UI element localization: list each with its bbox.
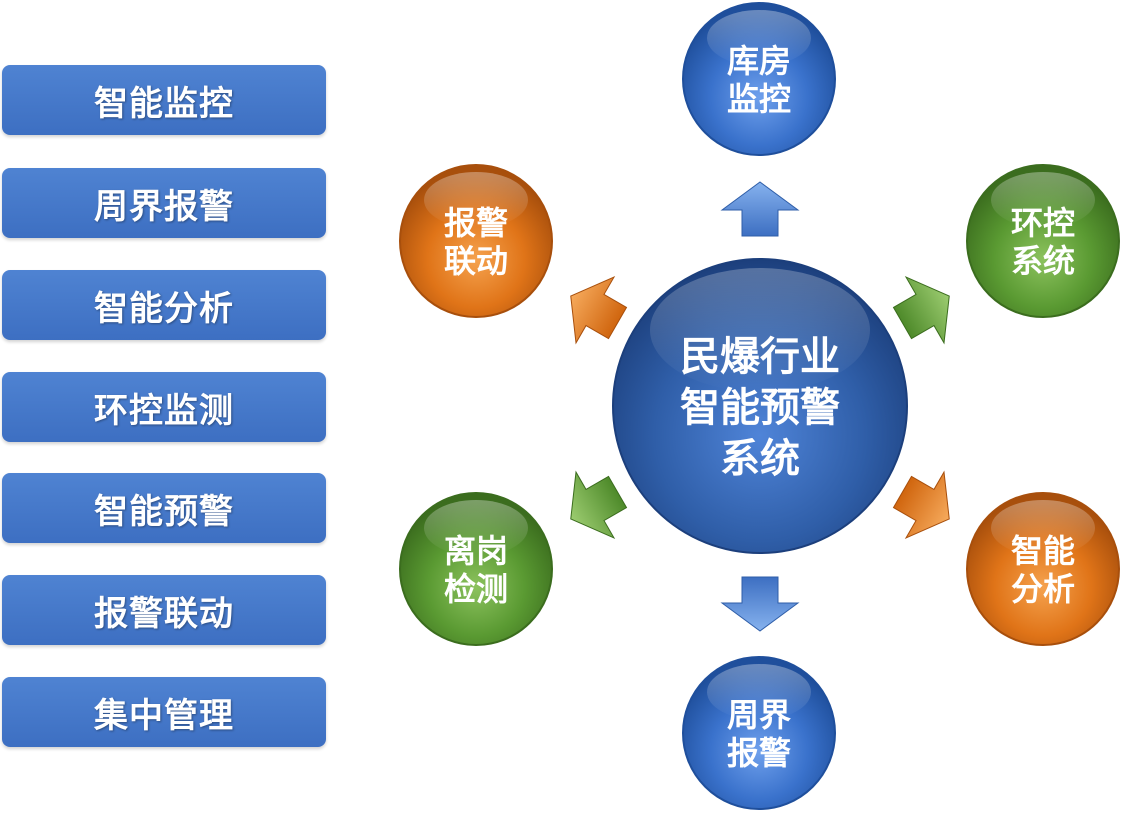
node-leave-post-detection[interactable]: 离岗 检测 bbox=[399, 492, 553, 646]
center-node: 民爆行业 智能预警 系统 bbox=[612, 258, 908, 554]
node-intelligent-analysis-line-2: 分析 bbox=[1011, 570, 1075, 608]
feature-list: 智能监控 周界报警 智能分析 环控监测 智能预警 报警联动 集中管理 bbox=[0, 0, 330, 813]
node-perimeter-alarm[interactable]: 周界 报警 bbox=[682, 656, 836, 810]
node-warehouse-monitoring-line-2: 监控 bbox=[727, 80, 791, 118]
arrow-up-icon bbox=[720, 181, 800, 237]
feature-item-intelligent-warning[interactable]: 智能预警 bbox=[2, 473, 326, 543]
feature-item-centralized-management[interactable]: 集中管理 bbox=[2, 677, 326, 747]
feature-item-perimeter-alarm[interactable]: 周界报警 bbox=[2, 168, 326, 238]
center-title-line-1: 民爆行业 bbox=[680, 334, 840, 380]
node-warehouse-monitoring[interactable]: 库房 监控 bbox=[682, 2, 836, 156]
node-intelligent-analysis[interactable]: 智能 分析 bbox=[966, 492, 1120, 646]
arrow-lower-right-icon bbox=[892, 470, 950, 539]
feature-item-alarm-linkage[interactable]: 报警联动 bbox=[2, 575, 326, 645]
node-alarm-linkage-line-1: 报警 bbox=[444, 204, 508, 242]
node-environment-control-line-2: 系统 bbox=[1011, 242, 1075, 280]
node-perimeter-alarm-line-2: 报警 bbox=[727, 734, 791, 772]
arrow-down-icon bbox=[720, 576, 800, 632]
node-leave-post-detection-line-2: 检测 bbox=[444, 570, 508, 608]
node-environment-control-line-1: 环控 bbox=[1011, 204, 1075, 242]
feature-item-environment-monitoring[interactable]: 环控监测 bbox=[2, 372, 326, 442]
node-alarm-linkage[interactable]: 报警 联动 bbox=[399, 164, 553, 318]
center-title-line-3: 系统 bbox=[720, 436, 800, 482]
arrow-lower-left-icon bbox=[570, 470, 628, 539]
feature-item-intelligent-monitoring[interactable]: 智能监控 bbox=[2, 65, 326, 135]
feature-item-intelligent-analysis[interactable]: 智能分析 bbox=[2, 270, 326, 340]
arrow-upper-right-icon bbox=[892, 276, 950, 345]
center-title-line-2: 智能预警 bbox=[680, 385, 840, 431]
node-perimeter-alarm-line-1: 周界 bbox=[727, 696, 791, 734]
node-warehouse-monitoring-line-1: 库房 bbox=[727, 42, 791, 80]
node-leave-post-detection-line-1: 离岗 bbox=[444, 532, 508, 570]
node-environment-control[interactable]: 环控 系统 bbox=[966, 164, 1120, 318]
node-intelligent-analysis-line-1: 智能 bbox=[1011, 532, 1075, 570]
node-alarm-linkage-line-2: 联动 bbox=[444, 242, 508, 280]
arrow-upper-left-icon bbox=[570, 276, 628, 345]
